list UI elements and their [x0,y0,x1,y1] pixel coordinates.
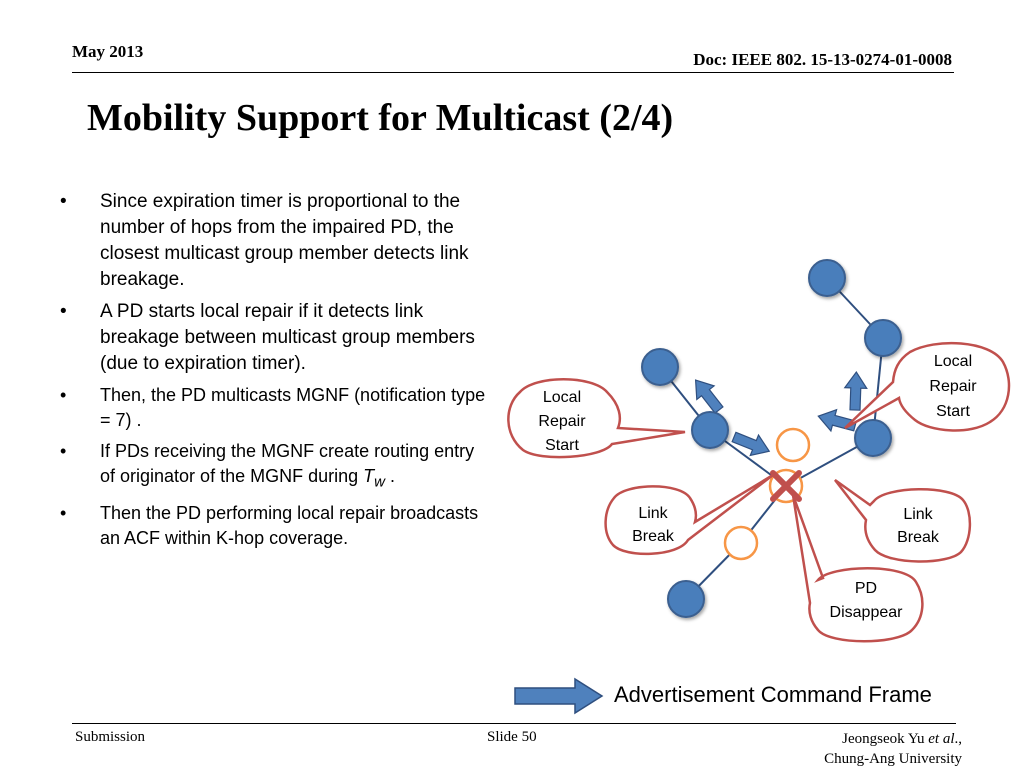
member-node [667,580,705,618]
member-node [641,348,679,386]
member-node [691,411,729,449]
callout-text-local-repair-right: Local Repair Start [929,353,977,420]
callout-pd-disappear [791,494,924,643]
acf-arrow [694,379,724,414]
bullet-item: • A PD starts local repair if it detects … [58,299,488,377]
callout-link-break-right [834,478,972,563]
author-etal: et al [928,731,955,747]
callout-local-repair-left [507,378,686,459]
bullet-tail: . [384,466,395,486]
acf-arrow [843,370,868,411]
callout-line: Repair [538,413,586,430]
header-doc-id: Doc: IEEE 802. 15-13-0274-01-0008 [693,50,952,69]
callout-line: Local [543,389,581,406]
author-affiliation: Chung-Ang University [824,751,962,767]
callout-line: Local [934,353,972,370]
author-comma: ., [954,731,963,747]
bullet-marker: • [60,502,67,523]
header-date: May 2013 [72,42,144,61]
member-node [864,319,902,357]
relay-node [775,427,811,463]
callout-text-local-repair-left: Local Repair Start [538,389,586,454]
callout-local-repair-right [844,341,1011,432]
bullet-text: If PDs receiving the MGNF create routing… [100,441,475,486]
broken-x-icon [770,470,802,502]
member-node [854,419,892,457]
footer-author: Jeongseok Yu et al., Chung-Ang Universit… [824,729,962,769]
bullet-item: • Since expiration timer is proportional … [58,189,488,293]
bullet-text: A PD starts local repair if it detects l… [100,301,475,374]
callout-text-pd-disappear: PD Disappear [830,580,904,621]
callout-line: PD [855,580,877,597]
callout-line: Link [638,505,668,522]
bullet-item: • If PDs receiving the MGNF create routin… [58,439,488,495]
bullet-marker: • [60,301,67,322]
bullet-marker: • [60,191,67,212]
callout-line: Repair [929,378,977,395]
author-name: Jeongseok Yu [842,731,929,747]
callout-line: Start [545,437,579,454]
bullet-text: Then, the PD multicasts MGNF (notificati… [100,385,486,430]
callout-line: Start [936,403,970,420]
footer-divider [72,723,956,724]
bullet-var-sub: w [374,473,385,491]
callout-line: Break [897,529,940,546]
callout-line: Disappear [830,604,904,621]
relay-node [723,525,759,561]
footer-submission: Submission [75,729,146,745]
footer-slide-number: Slide 50 [487,729,537,745]
bullet-text: Since expiration timer is proportional t… [100,191,469,290]
callout-line: Link [903,506,933,523]
bullet-marker: • [60,441,67,461]
bullet-list: • Since expiration timer is proportional … [58,189,488,557]
bullet-marker: • [60,385,67,405]
callout-link-break-left [604,473,774,556]
slide-title: Mobility Support for Multicast (2/4) [87,97,674,139]
member-node [808,259,846,297]
callout-line: Break [632,528,675,545]
acf-arrow [731,431,771,457]
bullet-item: • Then the PD performing local repair bro… [58,501,488,551]
bullet-text: Then the PD performing local repair broa… [100,502,479,548]
bullet-var: T [363,466,375,486]
legend-label: Advertisement Command Frame [614,682,932,707]
header-divider [72,72,954,73]
bullet-item: • Then, the PD multicasts MGNF (notificat… [58,383,488,433]
legend-arrow-icon [514,677,604,715]
callout-text-link-break-right: Link Break [897,506,940,546]
callout-text-link-break-left: Link Break [632,505,675,545]
